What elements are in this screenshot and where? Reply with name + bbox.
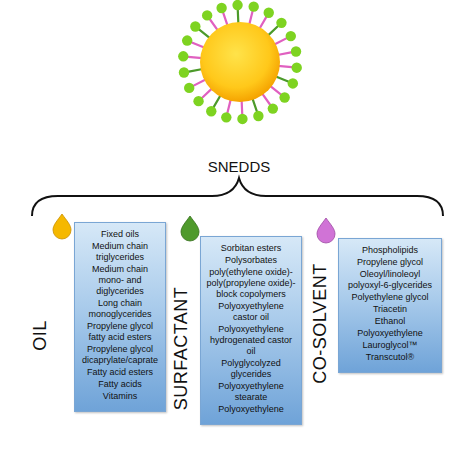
surfactant-head [288,78,298,88]
list-item: Polysorbates [205,255,297,266]
surfactant-head [292,62,302,72]
category-heading: OIL [29,320,50,351]
diagram-label: SNEDDS [208,158,271,175]
surfactant-head [216,3,226,13]
list-item: Medium chain triglycerides [79,241,161,263]
list-item: Polyoxyethylene [205,404,297,415]
list-box: PhospholipidsPropylene glycolOleoyl/lino… [338,238,442,373]
surfactant-tail [227,99,230,113]
category-group: OIL Fixed oilsMedium chain triglyceridesM… [24,222,166,412]
surfactant-tail [268,26,278,36]
surfactant-tail [259,17,266,29]
surfactant-head [202,10,212,20]
category-group: SURFACTANT Sorbitan estersPolysorbatespol… [170,236,302,425]
surfactant-head [193,96,203,106]
surfactant-tail [249,12,252,26]
surfactant-head [221,112,231,122]
list-item: Propylene glycol [343,257,437,268]
surfactant-tail [275,76,288,81]
surfactant-head [249,1,259,11]
surfactant-head [232,0,242,10]
surfactant-tail [270,86,281,95]
list-item: Long chain monoglycerides [79,298,161,320]
list-box: Fixed oilsMedium chain triglyceridesMedi… [74,222,166,412]
list-item: Fatty acid esters [79,367,161,378]
bracket [32,178,443,216]
surfactant-tail [188,57,202,58]
surfactant-head [264,8,274,18]
surfactant-head [190,21,200,31]
list-item: Polyoxyethylene stearate [205,381,297,403]
surfactant-head [268,103,278,113]
list-item: Triacetin [343,304,437,315]
surfactant-tail [252,98,257,111]
category-group: CO-SOLVENTPhospholipidsPropylene glycolO… [308,238,442,373]
surfactant-head [291,46,301,56]
nanoparticle [178,0,302,124]
list-item: Polyoxyethylene hydrogenated castor oil [205,324,297,357]
list-item: Lauroglycol™ [343,340,437,351]
surfactant-tail [241,100,244,114]
oil-core [200,22,280,102]
surfactant-tail [194,79,206,85]
list-item: Polyoxyethylene [343,328,437,339]
surfactant-head [279,92,289,102]
surfactant-tail [210,19,218,30]
surfactant-tail [274,38,286,44]
list-item: Fatty acids [79,379,161,390]
surfactant-tail [278,66,292,67]
list-item: Oleoyl/linoleoyl polyoxyl-6-glycerides [343,269,437,291]
surfactant-tail [237,10,240,24]
surfactant-tail [199,30,210,39]
list-item: Sorbitan esters [205,243,297,254]
category-heading: SURFACTANT [172,287,193,411]
surfactant-tail [277,52,291,55]
list-item: Phospholipids [343,245,437,256]
surfactant-head [179,67,189,77]
surfactant-tail [202,88,212,98]
surfactant-tail [214,95,221,107]
list-item: Propylene glycol fatty acid esters [79,321,161,343]
surfactant-head [184,83,194,93]
surfactant-head [182,35,192,45]
category-heading: CO-SOLVENT [310,263,331,384]
list-item: Polyethylene glycol [343,292,437,303]
cosolvent-drop [317,218,335,243]
surfactant-tail [223,13,228,26]
surfactant-head [206,106,216,116]
list-item: Polyglycolyzed glycerides [205,358,297,380]
surfactant-drop [181,216,199,241]
surfactant-tail [192,42,205,47]
list-item: Fixed oils [79,229,161,240]
list-item: Polyoxyethylene castor oil [205,301,297,323]
list-item: Transcutol® [343,352,437,363]
surfactant-head [286,31,296,41]
list-item: Vitamins [79,391,161,402]
list-item: Propylene glycol dicaprylate/caprate [79,344,161,366]
list-box: Sorbitan estersPolysorbatespoly(ethylene… [200,236,302,425]
surfactant-head [253,111,263,121]
surfactant-tail [262,93,270,104]
list-item: Ethanol [343,316,437,327]
list-item: Medium chain mono- and diglycerides [79,264,161,297]
oil-drop [53,214,71,239]
surfactant-head [237,114,247,124]
surfactant-head [178,51,188,61]
list-item: poly(ethylene oxide)-poly(propylene oxid… [205,267,297,300]
surfactant-tail [189,69,203,72]
surfactant-head [276,18,286,28]
